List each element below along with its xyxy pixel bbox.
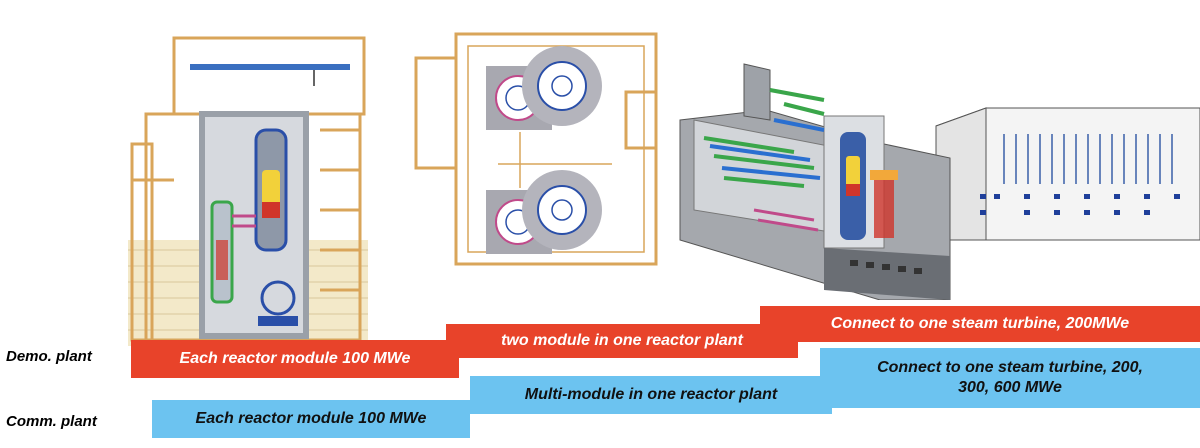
comm-bar-stage-3-label-line1: Connect to one steam turbine, 200, (877, 359, 1143, 376)
gas-duct (232, 214, 256, 228)
demo-bar-stage-2: two module in one reactor plant (446, 324, 798, 358)
demo-bar-stage-3-label: Connect to one steam turbine, 200MWe (830, 315, 1130, 332)
demo-bar-stage-1-label: Each reactor module 100 MWe (179, 350, 411, 367)
demo-bar-stage-2-label: two module in one reactor plant (501, 332, 743, 349)
demo-bar-stage-3: Connect to one steam turbine, 200MWe (760, 306, 1200, 342)
plan-outline (414, 32, 658, 266)
module-1 (486, 46, 602, 130)
demo-bar-stage-1: Each reactor module 100 MWe (131, 340, 459, 378)
circulator (260, 280, 296, 316)
row-label-demo: Demo. plant (6, 348, 92, 365)
comm-bar-stage-3: Connect to one steam turbine, 200, 300, … (820, 348, 1200, 408)
module-2 (486, 170, 602, 254)
reactor-building-cutaway (679, 63, 951, 300)
comm-bar-stage-1-label: Each reactor module 100 MWe (195, 410, 427, 427)
reactor-building-section-icon (128, 36, 368, 346)
comm-bar-stage-2-label: Multi-module in one reactor plant (524, 386, 778, 403)
plant-3d-cutaway-icon (679, 63, 1200, 300)
turbine-hall (935, 107, 1200, 241)
row-label-comm: Comm. plant (6, 413, 97, 430)
comm-bar-stage-2: Multi-module in one reactor plant (470, 376, 832, 414)
comm-bar-stage-3-label-line2: 300, 600 MWe (958, 379, 1062, 396)
comm-bar-stage-1: Each reactor module 100 MWe (152, 400, 470, 438)
two-module-plan-icon (414, 32, 658, 266)
overhead-crane (190, 64, 350, 70)
